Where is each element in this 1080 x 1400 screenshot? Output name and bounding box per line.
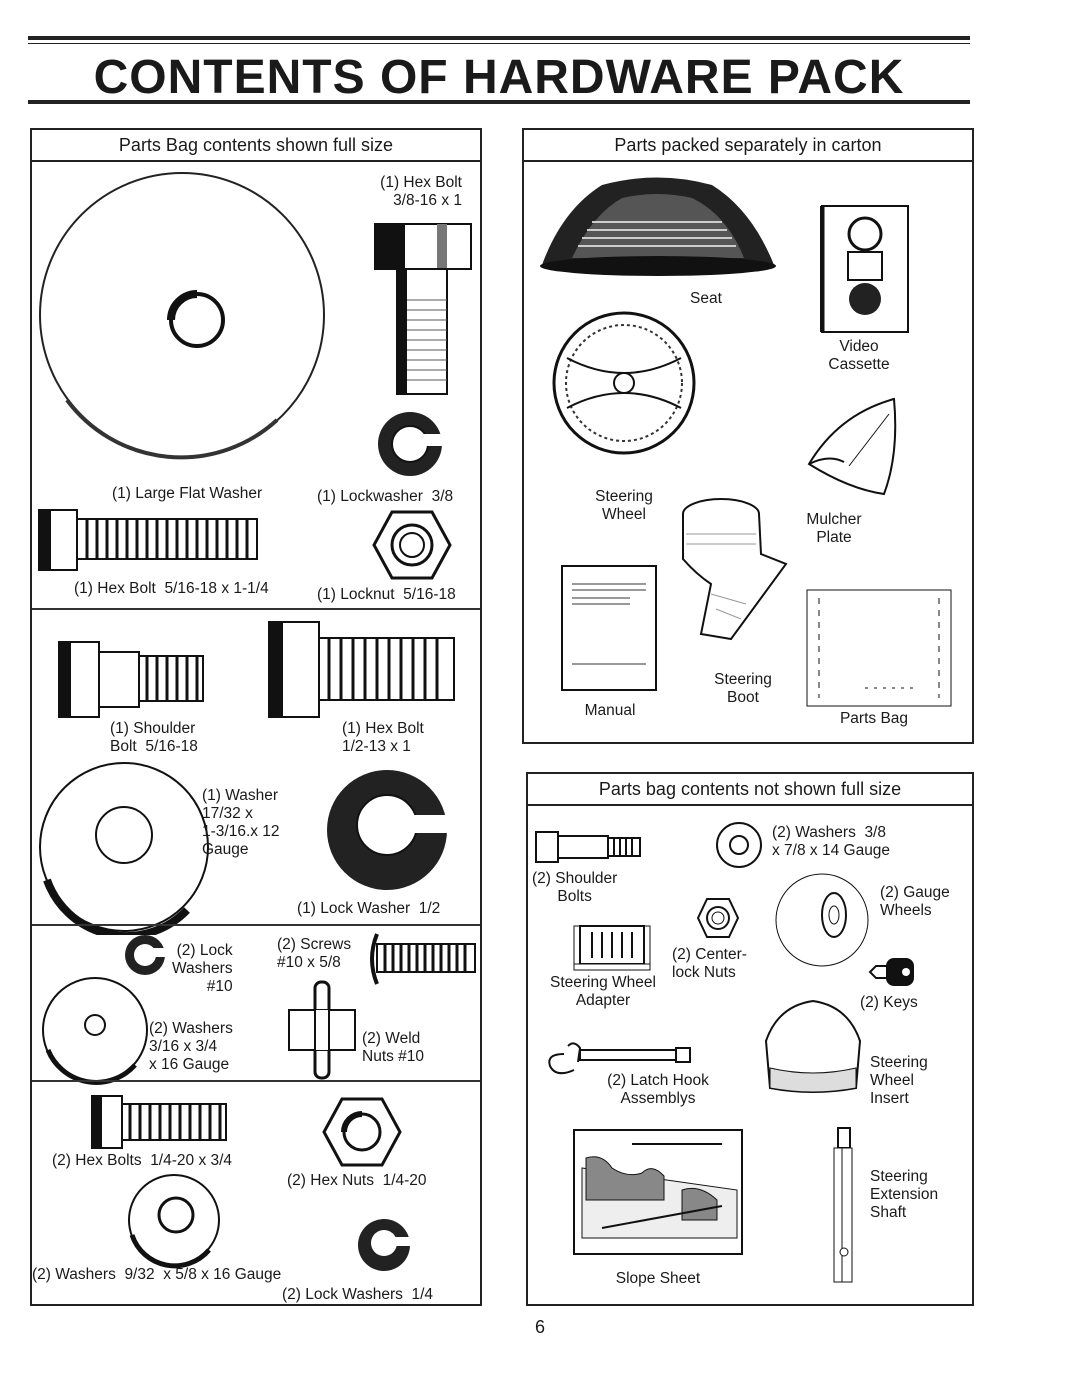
panel-heading: Parts packed separately in carton — [524, 130, 972, 162]
screws-10-label: (2) Screws #10 x 5/8 — [277, 936, 352, 971]
weld-nut-icon — [288, 980, 356, 1080]
hex-bolts-1-4-label: (2) Hex Bolts 1/4-20 x 3/4 — [52, 1152, 233, 1169]
keys-label: (2) Keys — [860, 994, 918, 1011]
manual-label: Manual — [584, 702, 636, 719]
gauge-wheel-icon — [775, 873, 869, 967]
large-flat-washer-label: (1) Large Flat Washer — [112, 485, 263, 502]
steering-wheel-insert-icon — [764, 999, 862, 1093]
manual-icon — [561, 565, 657, 691]
parts-bag-full-size-panel: Parts Bag contents shown full size (1) H… — [30, 128, 482, 1306]
center-lock-nut-icon — [696, 898, 740, 938]
slope-sheet-label: Slope Sheet — [615, 1270, 701, 1287]
screw-10-icon — [370, 933, 476, 985]
hex-bolt-1-2-label: (1) Hex Bolt 1/2-13 x 1 — [342, 720, 424, 755]
hex-bolt-3-8-label: (1) Hex Bolt 3/8-16 x 1 — [380, 174, 462, 209]
washer-17-32-label: (1) Washer 17/32 x 1-3/16.x 12 Gauge — [202, 787, 280, 858]
lock-washers-10-label: (2) Lock Washers #10 — [172, 942, 233, 995]
steering-wheel-insert-label: Steering Wheel Insert — [870, 1054, 928, 1107]
video-cassette-icon — [820, 205, 909, 333]
hex-bolt-5-16-icon — [38, 509, 258, 571]
latch-hook-icon — [548, 1042, 691, 1075]
lock-washer-1-4-icon — [358, 1219, 422, 1271]
weld-nuts-label: (2) Weld Nuts #10 — [362, 1030, 425, 1065]
section-divider — [32, 1080, 480, 1082]
key-icon — [868, 958, 914, 986]
parts-bag-label: Parts Bag — [839, 710, 909, 727]
hex-bolt-5-16-label: (1) Hex Bolt 5/16-18 x 1-1/4 — [74, 580, 269, 597]
section-divider — [32, 924, 480, 926]
seat-icon — [540, 177, 776, 276]
gauge-wheels-label: (2) Gauge Wheels — [880, 884, 950, 919]
hex-nut-1-4-icon — [322, 1097, 402, 1167]
washer-9-32-icon — [128, 1174, 220, 1269]
mulcher-plate-label: Mulcher Plate — [806, 511, 862, 546]
locknut-5-16-label: (1) Locknut 5/16-18 — [317, 586, 456, 603]
washers-3-8-label: (2) Washers 3/8 x 7/8 x 14 Gauge — [772, 824, 891, 859]
locknut-5-16-icon — [372, 510, 452, 580]
panel-heading: Parts bag contents not shown full size — [528, 774, 972, 806]
panel-heading: Parts Bag contents shown full size — [32, 130, 480, 162]
parts-bag-icon — [806, 589, 952, 707]
hex-bolt-1-4-icon — [91, 1095, 227, 1149]
lock-washer-1-2-icon — [327, 770, 462, 890]
seat-label: Seat — [690, 290, 722, 307]
shoulder-bolt-label: (1) Shoulder Bolt 5/16-18 — [110, 720, 198, 755]
page-title: CONTENTS OF HARDWARE PACK — [93, 51, 905, 104]
shoulder-bolt-icon — [58, 641, 204, 718]
shoulder-bolts-label: (2) Shoulder Bolts — [532, 870, 618, 905]
washer-3-16-icon — [42, 977, 148, 1085]
lock-washers-1-4-label: (2) Lock Washers 1/4 — [282, 1286, 434, 1303]
slope-sheet-icon — [573, 1129, 743, 1255]
lock-washer-10-icon — [125, 935, 177, 975]
center-lock-nuts-label: (2) Center- lock Nuts — [672, 946, 747, 981]
page-number: 6 — [534, 1317, 545, 1337]
steering-boot-icon — [682, 498, 788, 641]
washers-3-16-label: (2) Washers 3/16 x 3/4 x 16 Gauge — [149, 1020, 233, 1073]
hex-bolt-1-2-icon — [268, 621, 455, 718]
title-rule-bottom — [28, 100, 970, 104]
steering-extension-shaft-label: Steering Extension Shaft — [870, 1168, 939, 1221]
parts-bag-not-full-size-panel: Parts bag contents not shown full size (… — [526, 772, 974, 1306]
steering-wheel-icon — [552, 311, 696, 455]
title-rule-top-thin — [28, 43, 970, 44]
mulcher-plate-icon — [807, 397, 897, 496]
washers-9-32-label: (2) Washers 9/32 x 5/8 x 16 Gauge — [32, 1266, 282, 1283]
lock-washer-1-2-label: (1) Lock Washer 1/2 — [297, 900, 441, 917]
section-divider — [32, 608, 480, 610]
video-cassette-label: Video Cassette — [828, 338, 890, 373]
steering-wheel-adapter-label: Steering Wheel Adapter — [550, 974, 656, 1009]
shoulder-bolts-icon — [535, 831, 641, 863]
latch-hook-label: (2) Latch Hook Assemblys — [607, 1072, 709, 1107]
steering-wheel-adapter-icon — [573, 925, 651, 971]
lockwasher-3-8-label: (1) Lockwasher 3/8 — [317, 488, 454, 505]
title-rule-top — [28, 36, 970, 40]
large-flat-washer-icon — [39, 172, 325, 460]
washers-3-8-icon — [716, 822, 762, 868]
lockwasher-3-8-icon — [378, 412, 452, 476]
hex-bolt-3-8-icon — [374, 223, 472, 395]
parts-in-carton-panel: Parts packed separately in carton Seat V… — [522, 128, 974, 744]
steering-extension-shaft-icon — [833, 1127, 853, 1283]
steering-boot-label: Steering Boot — [714, 671, 772, 706]
hex-nuts-1-4-label: (2) Hex Nuts 1/4-20 — [287, 1172, 427, 1189]
washer-17-32-icon — [39, 762, 209, 935]
steering-wheel-label: Steering Wheel — [595, 488, 653, 523]
